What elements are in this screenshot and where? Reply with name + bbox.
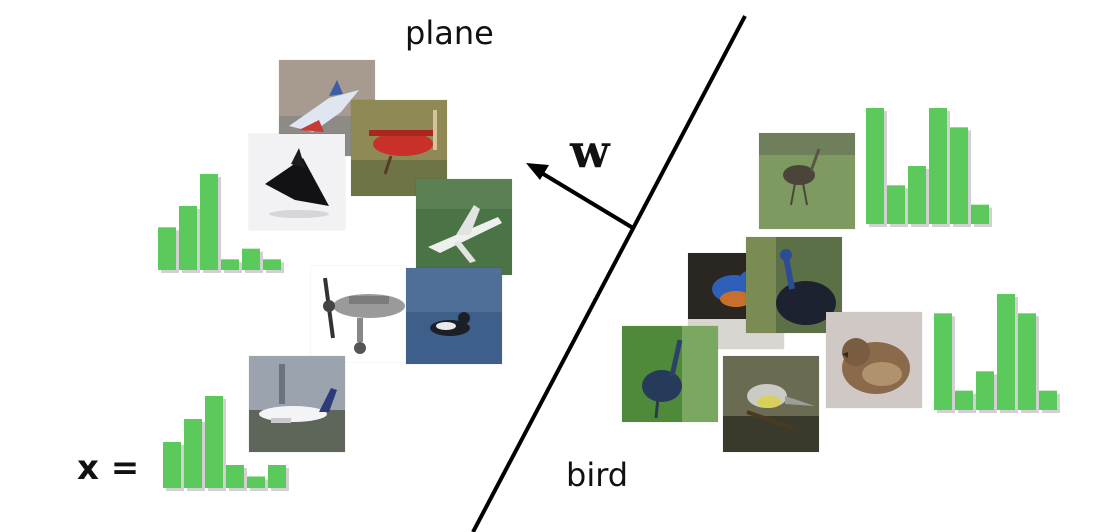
bird-image-grey-bird <box>723 356 819 452</box>
histogram-bar <box>200 174 218 270</box>
plane-image-propeller-plane <box>311 266 407 362</box>
histogram-bar <box>158 227 176 270</box>
plane-image-black-stealth-jet <box>249 134 345 230</box>
histogram-bird-lower <box>934 290 1074 413</box>
weight-arrow-shaft <box>538 170 635 230</box>
boundary-line <box>471 15 747 532</box>
histogram-bar <box>184 419 202 488</box>
weight-vector-label: w <box>570 124 610 178</box>
feature-vector-label: x = <box>77 448 140 488</box>
histogram-bar <box>1018 313 1036 410</box>
histogram-bar <box>163 442 181 488</box>
histogram-bar <box>976 371 994 410</box>
histogram-bar <box>247 476 265 488</box>
bird-image-sparrow <box>826 312 922 408</box>
histogram-bar <box>205 396 223 488</box>
histogram-bar <box>971 204 989 224</box>
plane-image-airliner <box>249 356 345 452</box>
histogram-bar <box>263 259 281 270</box>
histogram-bar <box>950 127 968 224</box>
histogram-bird-upper <box>866 104 1006 227</box>
class-label-plane: plane <box>405 14 494 52</box>
histogram-bar <box>866 108 884 224</box>
histogram-x-feature <box>163 392 303 491</box>
histogram-bar <box>179 206 197 270</box>
weight-arrow-head <box>526 163 549 180</box>
histogram-bar <box>887 185 905 224</box>
histogram-plane-upper <box>158 170 298 273</box>
histogram-bar <box>221 259 239 270</box>
bird-image-blue-heron <box>622 326 718 422</box>
plane-image-duck-on-water <box>406 268 502 364</box>
histogram-bar <box>955 390 973 410</box>
histogram-bar <box>226 465 244 488</box>
histogram-bar <box>1039 390 1057 410</box>
plane-image-fighter-jet <box>416 179 512 275</box>
histogram-bar <box>997 294 1015 410</box>
histogram-bar <box>934 313 952 410</box>
histogram-bar <box>929 108 947 224</box>
class-label-bird: bird <box>566 456 629 494</box>
bird-image-ostrich <box>759 133 855 229</box>
histogram-bar <box>908 166 926 224</box>
bird-image-cassowary <box>746 237 842 333</box>
histogram-bar <box>242 248 260 270</box>
histogram-bar <box>268 465 286 488</box>
